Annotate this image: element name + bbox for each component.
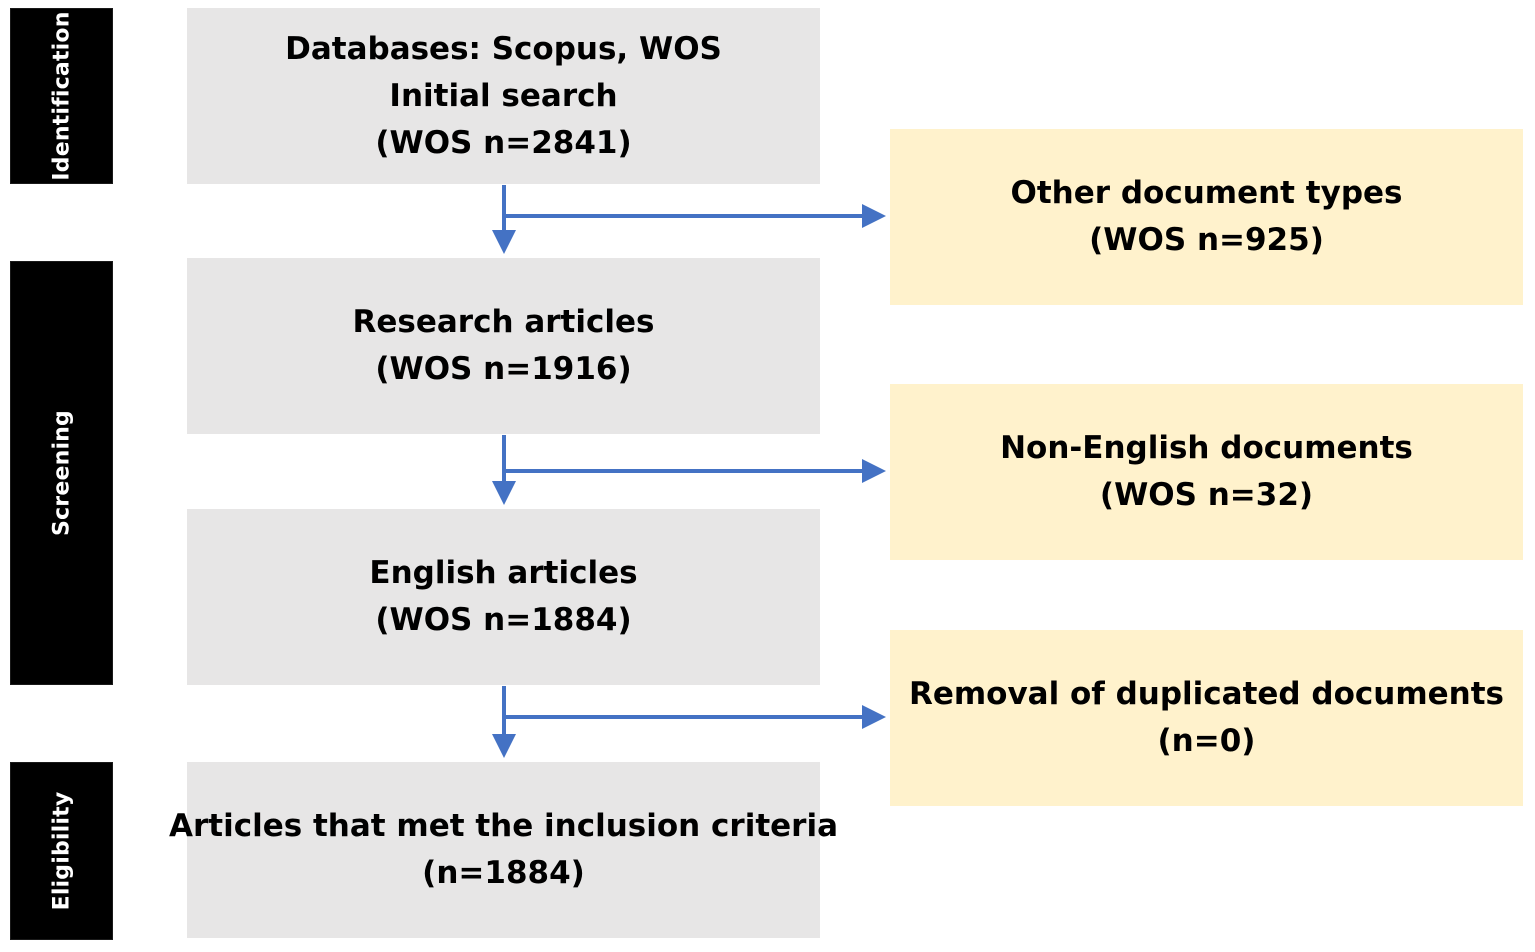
box-text: Databases: Scopus, WOS [285, 30, 722, 67]
arrow-group-2 [492, 435, 886, 505]
box-text: (WOS n=925) [1089, 222, 1324, 258]
box-inclusion-criteria: Articles that met the inclusion criteria… [169, 762, 838, 938]
box-initial-search: Databases: Scopus, WOS Initial search (W… [187, 8, 820, 184]
box-non-english-documents: Non-English documents (WOS n=32) [890, 384, 1523, 560]
box-english-articles: English articles (WOS n=1884) [187, 509, 820, 685]
box-text: English articles [369, 555, 638, 591]
box-text: Research articles [352, 304, 655, 340]
box-text: (WOS n=32) [1099, 477, 1314, 513]
box-text: (n=0) [1157, 723, 1256, 759]
box-text: Removal of duplicated documents [908, 676, 1505, 712]
stage-screening: Screening [10, 261, 113, 685]
arrow-group-1 [492, 185, 886, 254]
box-text: (WOS n=1916) [375, 351, 632, 387]
stage-eligibility: Eligibility [10, 762, 113, 940]
box-text: Articles that met the inclusion criteria [168, 808, 839, 844]
box-other-document-types: Other document types (WOS n=925) [890, 129, 1523, 305]
box-text: (WOS n=2841) [375, 124, 632, 161]
box-text: Non-English documents [1000, 430, 1413, 466]
box-research-articles: Research articles (WOS n=1916) [187, 258, 820, 434]
box-text: Initial search [389, 77, 618, 114]
stage-identification: Identification [10, 8, 113, 184]
box-text: Other document types [1010, 175, 1403, 211]
box-duplicate-removal: Removal of duplicated documents (n=0) [890, 630, 1523, 806]
box-text: (WOS n=1884) [375, 602, 632, 638]
box-text: (n=1884) [422, 855, 585, 891]
arrow-group-3 [492, 686, 886, 758]
